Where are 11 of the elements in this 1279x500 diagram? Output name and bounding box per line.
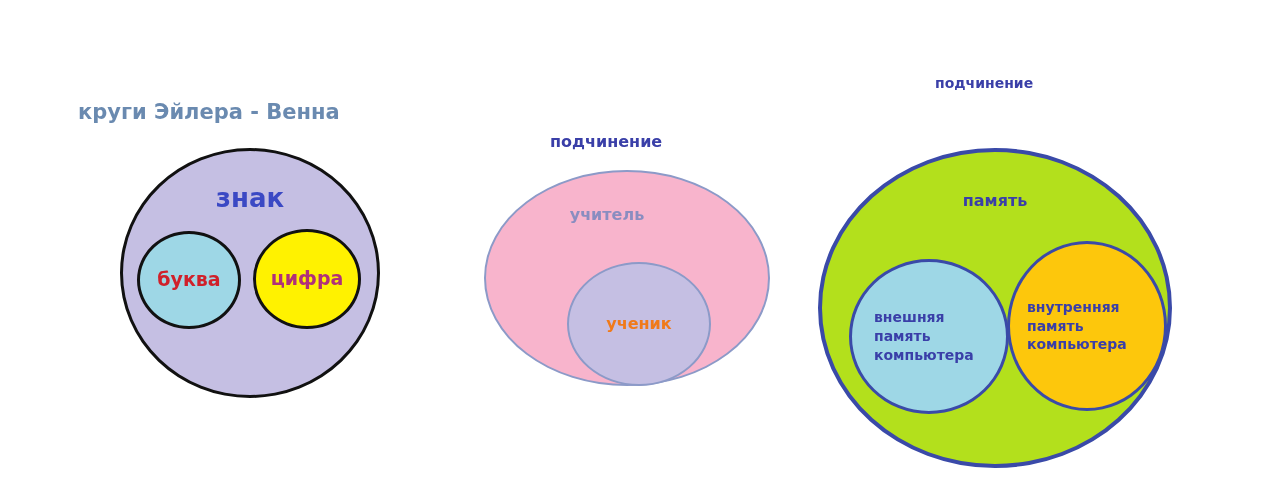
circle-label: память <box>961 190 1029 212</box>
circle-label: буква <box>157 267 221 293</box>
heading-text: подчинение <box>935 75 1034 91</box>
circle-label: ученик <box>606 313 672 335</box>
circle-label: знак <box>214 182 286 215</box>
circle-label: внутренняя память компьютера <box>1027 297 1128 355</box>
circle-label: внешняя память компьютера <box>874 308 975 365</box>
circle-label: учитель <box>568 204 646 226</box>
heading-text: подчинение <box>550 132 663 151</box>
circle-label: цифра <box>270 266 344 292</box>
title: круги Эйлера - Венна <box>78 100 340 124</box>
